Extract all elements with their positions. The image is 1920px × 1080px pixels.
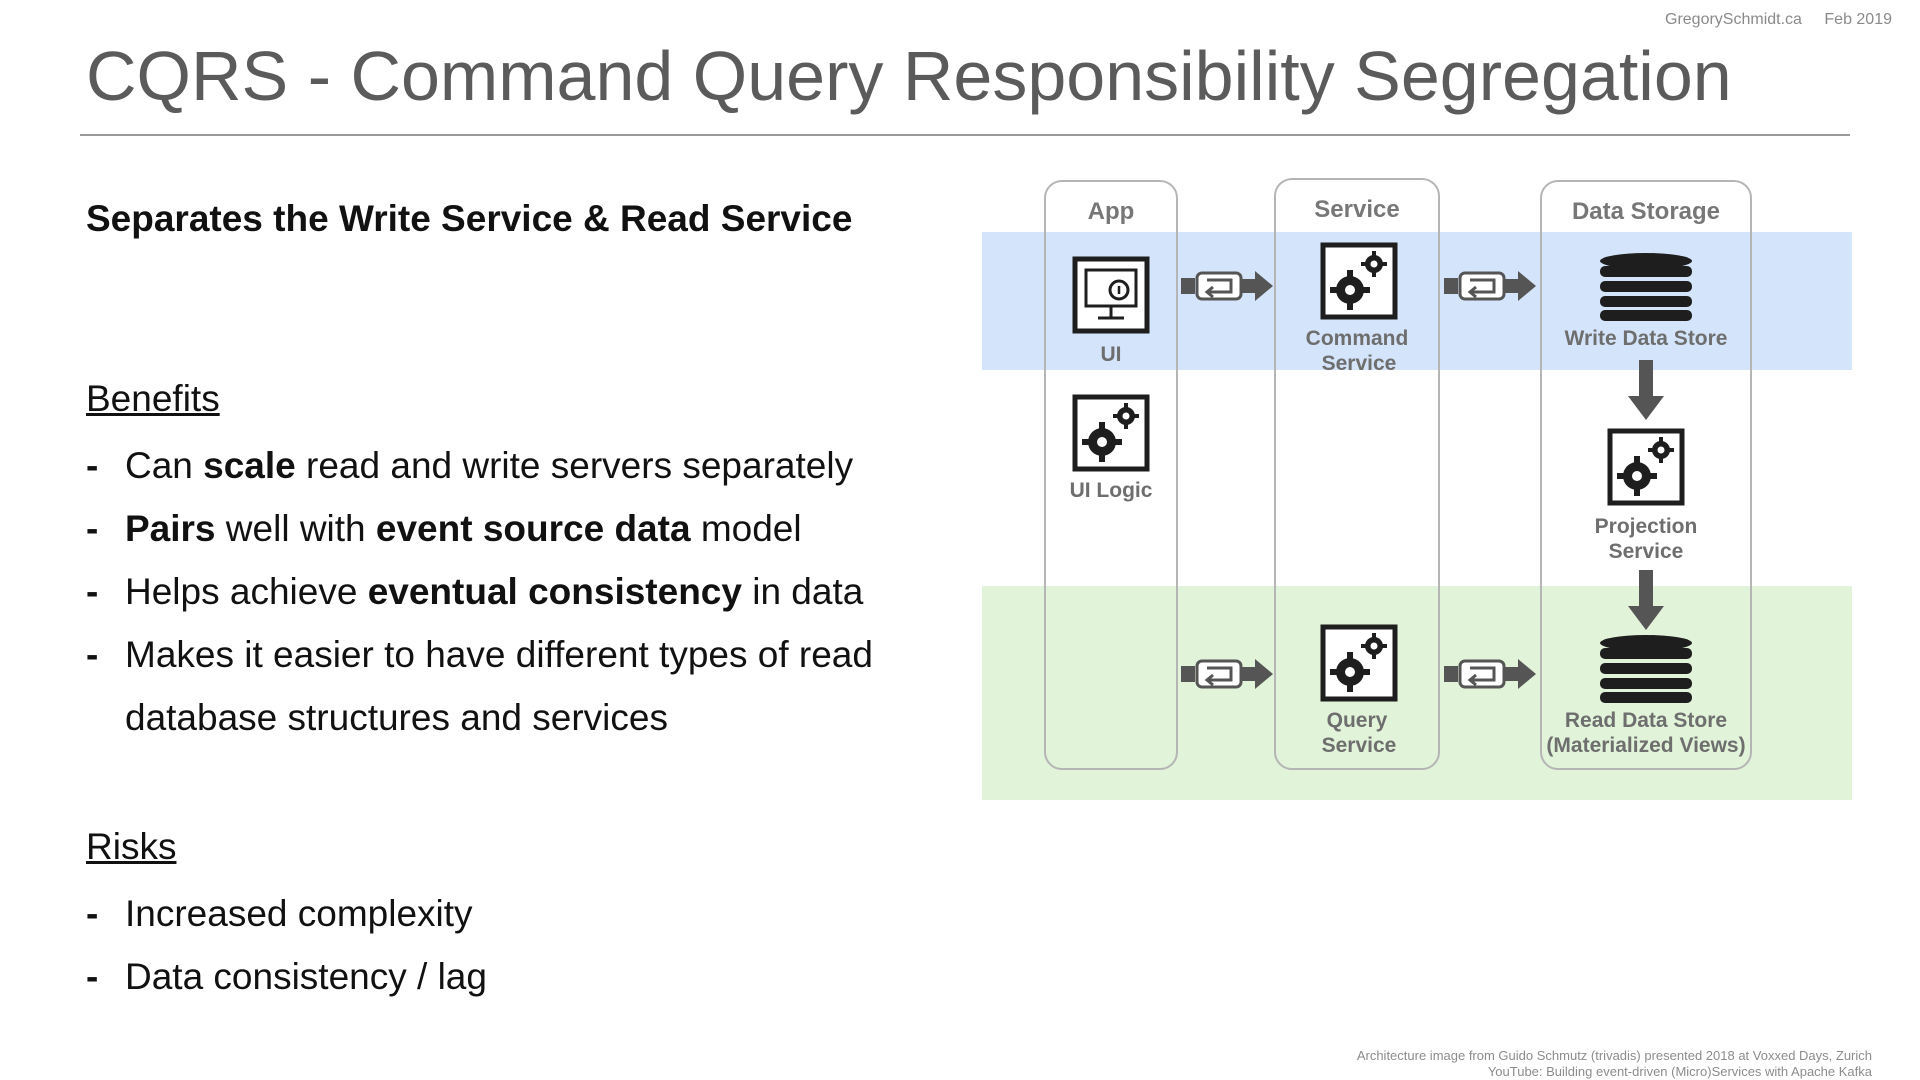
column-service: Service	[1274, 178, 1440, 770]
text: in data	[741, 571, 864, 612]
node-ui-label: UI	[1100, 343, 1122, 366]
request-reply-arrow-icon	[1444, 271, 1536, 301]
request-reply-arrow-icon	[1444, 659, 1536, 689]
node-projection-label-2: Service	[1608, 540, 1684, 563]
arrow-down-icon	[1628, 360, 1664, 420]
credit-line-2: YouTube: Building event-driven (Micro)Se…	[1487, 1064, 1872, 1079]
read-band	[982, 586, 1852, 800]
column-app: App	[1044, 180, 1178, 770]
text: Data consistency / lag	[125, 956, 487, 997]
node-command-label-2: Service	[1321, 352, 1397, 375]
bullet-dash: -	[86, 634, 99, 675]
risks-heading: Risks	[86, 826, 177, 867]
list-item: -Increased complexity	[86, 882, 926, 945]
text: model	[690, 508, 802, 549]
date-label: Feb 2019	[1824, 11, 1892, 28]
list-item: -Makes it easier to have different types…	[86, 623, 926, 749]
text: Makes it easier to have different types …	[125, 634, 873, 738]
site-name: GregorySchmidt.ca	[1665, 11, 1802, 28]
text: read and write servers separately	[295, 445, 854, 486]
risks-section: Risks -Increased complexity-Data consist…	[86, 826, 926, 1008]
bold-text: eventual consistency	[367, 571, 742, 612]
request-reply-arrow-icon	[1181, 271, 1273, 301]
header-meta: GregorySchmidt.ca Feb 2019	[1647, 11, 1892, 29]
gears-icon	[1320, 242, 1398, 320]
database-icon	[1600, 253, 1692, 321]
bold-text: scale	[203, 445, 296, 486]
credit-line-1: Architecture image from Guido Schmutz (t…	[1356, 1048, 1872, 1063]
list-item: -Can scale read and write servers separa…	[86, 434, 926, 497]
gears-icon	[1607, 428, 1685, 506]
bullet-dash: -	[86, 893, 99, 934]
column-service-heading: Service	[1314, 196, 1400, 223]
node-read-store-label-2: (Materialized Views)	[1546, 734, 1746, 757]
node-write-store-label: Write Data Store	[1564, 327, 1728, 350]
node-command-label-1: Command	[1305, 327, 1409, 350]
text: Helps achieve	[125, 571, 368, 612]
column-data-storage-heading: Data Storage	[1571, 198, 1721, 225]
risks-list: -Increased complexity-Data consistency /…	[86, 882, 926, 1008]
bullet-dash: -	[86, 956, 99, 997]
architecture-diagram: App Service Data Storage UI UI Logic	[982, 160, 1852, 800]
bullet-dash: -	[86, 571, 99, 612]
column-data-storage: Data Storage	[1540, 180, 1752, 770]
bullet-dash: -	[86, 445, 99, 486]
benefits-section: Benefits -Can scale read and write serve…	[86, 378, 926, 749]
arrow-down-icon	[1628, 570, 1664, 630]
gears-icon	[1072, 394, 1150, 472]
benefits-heading: Benefits	[86, 378, 220, 419]
database-icon	[1600, 635, 1692, 703]
node-projection-label-1: Projection	[1594, 515, 1698, 538]
subtitle: Separates the Write Service & Read Servi…	[86, 198, 853, 239]
text: Can	[125, 445, 204, 486]
node-query-label-1: Query	[1326, 709, 1388, 732]
node-query-label-2: Service	[1321, 734, 1397, 757]
list-item: -Helps achieve eventual consistency in d…	[86, 560, 926, 623]
page-title: CQRS - Command Query Responsibility Segr…	[86, 37, 1732, 115]
text: Increased complexity	[125, 893, 473, 934]
list-item: -Pairs well with event source data model	[86, 497, 926, 560]
request-reply-arrow-icon	[1181, 659, 1273, 689]
bullet-dash: -	[86, 508, 99, 549]
bold-text: event source data	[375, 508, 691, 549]
bold-text: Pairs	[125, 508, 216, 549]
monitor-touch-icon	[1072, 256, 1150, 334]
node-read-store-label-1: Read Data Store	[1564, 709, 1728, 732]
text: well with	[215, 508, 376, 549]
benefits-list: -Can scale read and write servers separa…	[86, 434, 926, 749]
title-divider	[80, 134, 1850, 136]
gears-icon	[1320, 624, 1398, 702]
list-item: -Data consistency / lag	[86, 945, 926, 1008]
node-ui-logic-label: UI Logic	[1069, 479, 1153, 502]
image-credits: Architecture image from Guido Schmutz (t…	[1357, 1048, 1872, 1080]
column-app-heading: App	[1087, 198, 1135, 225]
